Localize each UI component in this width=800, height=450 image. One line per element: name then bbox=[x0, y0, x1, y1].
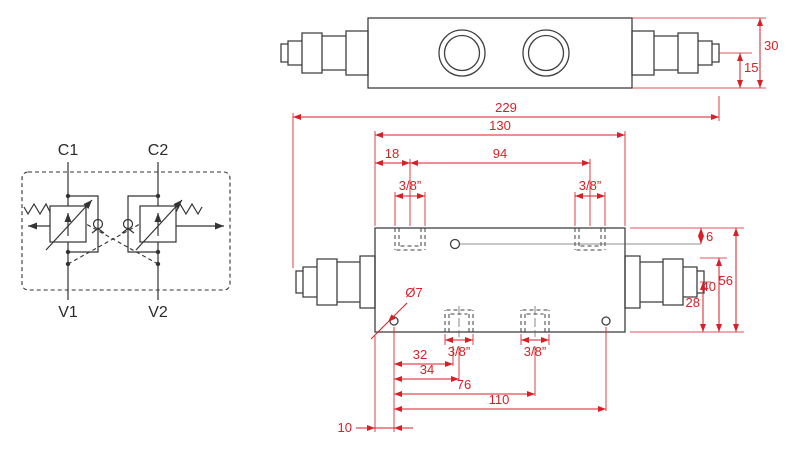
hidden-port-bottom-left bbox=[444, 309, 474, 332]
dim-label-229: 229 bbox=[495, 100, 517, 115]
dim-label-32: 32 bbox=[413, 347, 427, 362]
dim-label-15: 15 bbox=[744, 60, 758, 75]
port-label-c1: C1 bbox=[58, 142, 79, 159]
dim-label-56: 56 bbox=[719, 273, 733, 288]
thread-label-bottom-left: 3/8” bbox=[448, 344, 470, 359]
dim-label-94: 94 bbox=[493, 146, 507, 161]
pilot-line-right bbox=[85, 223, 159, 265]
bypass-right bbox=[127, 195, 158, 253]
port-boss-right-inner bbox=[527, 34, 565, 72]
dim-label-76: 76 bbox=[457, 377, 471, 392]
check-seat-left bbox=[91, 228, 105, 234]
hidden-port-top-right bbox=[574, 228, 606, 251]
side-view: 30 15 bbox=[280, 17, 778, 89]
junction-dots bbox=[65, 193, 161, 267]
side-extension-lines bbox=[632, 17, 766, 89]
top-view: 229 130 18 94 3/8” 3/8” 6 56 40 28 Ø7 3/… bbox=[292, 96, 744, 435]
hidden-port-top-left bbox=[394, 228, 426, 251]
top-fitting-left bbox=[295, 255, 376, 309]
dim-label-110: 110 bbox=[489, 392, 510, 407]
hidden-port-bottom-right bbox=[520, 309, 550, 332]
gauge-hole bbox=[449, 238, 461, 250]
dim-label-30: 30 bbox=[764, 38, 778, 53]
side-fitting-right bbox=[631, 30, 720, 76]
thread-label-bottom-right: 3/8” bbox=[524, 344, 546, 359]
schematic-boundary bbox=[21, 171, 231, 291]
main-lines bbox=[67, 162, 159, 300]
adjust-arrow-right bbox=[135, 199, 183, 251]
port-label-c2: C2 bbox=[148, 142, 169, 159]
hydraulic-schematic: C1 C2 V1 V2 bbox=[21, 142, 231, 321]
spring-left bbox=[23, 202, 51, 216]
valve-body-side bbox=[367, 17, 633, 89]
dim-label-28: 28 bbox=[686, 295, 700, 310]
thread-label-top-right: 3/8” bbox=[579, 178, 601, 193]
mounting-hole-right bbox=[601, 316, 611, 326]
port-label-v2: V2 bbox=[148, 304, 168, 321]
relief-valve-left bbox=[49, 205, 87, 243]
port-label-v1: V1 bbox=[58, 304, 78, 321]
check-seat-right bbox=[121, 228, 135, 234]
port-boss-right-outer bbox=[522, 29, 570, 77]
dim-label-6: 6 bbox=[706, 229, 713, 244]
thread-label-top-left: 3/8” bbox=[399, 178, 421, 193]
dim-label-10: 10 bbox=[338, 420, 352, 435]
hole-diameter-label: Ø7 bbox=[405, 285, 422, 300]
dim-label-40: 40 bbox=[702, 279, 716, 294]
dim-label-34: 34 bbox=[420, 362, 434, 377]
dim-label-130: 130 bbox=[489, 118, 511, 133]
port-boss-left-outer bbox=[438, 29, 486, 77]
bypass-left bbox=[68, 195, 99, 253]
side-fitting-left bbox=[280, 30, 369, 76]
dim-label-18: 18 bbox=[385, 146, 399, 161]
top-fitting-right bbox=[624, 255, 705, 309]
port-boss-left-inner bbox=[443, 34, 481, 72]
spring-right bbox=[175, 202, 203, 216]
adjust-arrow-left bbox=[45, 199, 93, 251]
relief-valve-right bbox=[139, 205, 177, 243]
hole-callout bbox=[370, 302, 408, 340]
pilot-line-left bbox=[67, 223, 141, 265]
bottom-port-centerlines bbox=[458, 306, 536, 337]
